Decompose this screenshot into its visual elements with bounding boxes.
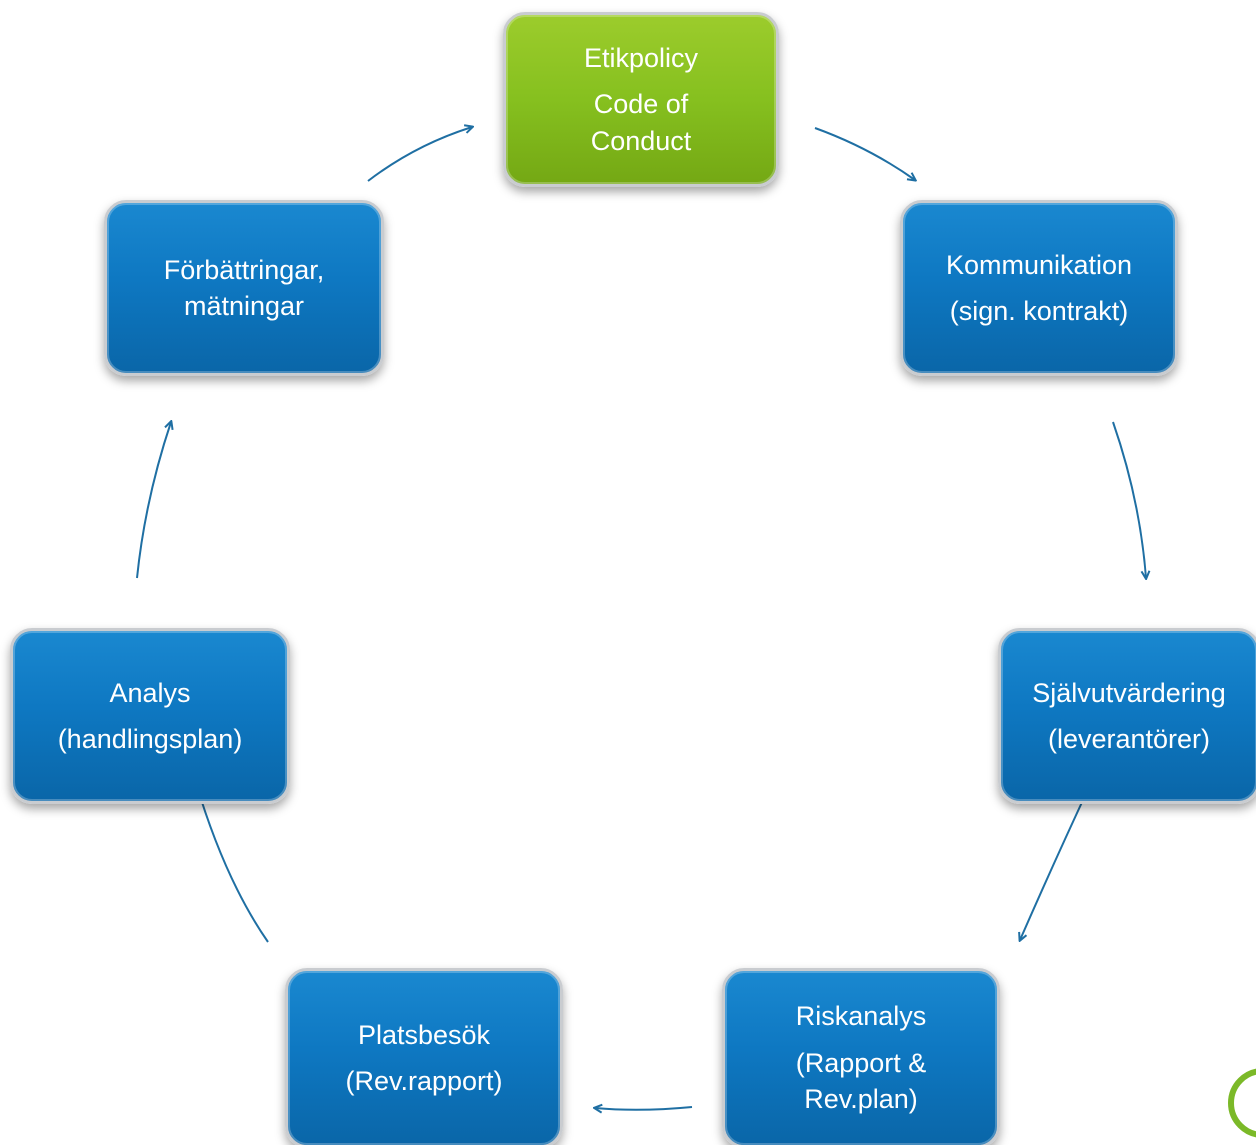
edge-sjalvutvardering-riskanalys (1020, 784, 1091, 940)
edge-etikpolicy-kommunikation (814, 127, 915, 180)
node-kommunikation: Kommunikation (sign. kontrakt) (900, 200, 1178, 376)
edge-platsbesok-analys (196, 783, 269, 943)
node-analys: Analys (handlingsplan) (10, 628, 290, 804)
node-kommunikation-line-2: (sign. kontrakt) (949, 296, 1129, 326)
node-sjalvutvardering: Självutvärdering (leverantörer) (998, 628, 1256, 804)
node-sjalvutvardering-line-1: Självutvärdering (1032, 677, 1226, 708)
node-etikpolicy: Etikpolicy Code of Conduct (503, 12, 779, 187)
edge-riskanalys-platsbesok (595, 1107, 693, 1110)
node-riskanalys-line-1: Riskanalys (795, 1001, 927, 1032)
node-etikpolicy-line-3: Conduct (590, 125, 692, 156)
node-etikpolicy-line-2: Code of (593, 89, 689, 120)
edge-analys-forbattringar (136, 422, 171, 579)
edge-forbattringar-etikpolicy (367, 127, 472, 182)
node-forbattringar-line-1: Förbättringar, (163, 254, 325, 285)
edge-kommunikation-sjalvutvardering (1112, 421, 1146, 578)
node-forbattringar: Förbättringar, mätningar (104, 200, 384, 376)
node-analys-line-2: (handlingsplan) (57, 724, 243, 754)
node-riskanalys-line-3: Rev.plan) (804, 1084, 918, 1115)
node-analys-line-1: Analys (109, 677, 191, 708)
node-forbattringar-line-2: mätningar (183, 291, 305, 321)
node-etikpolicy-line-1: Etikpolicy (583, 42, 699, 73)
node-platsbesok: Platsbesök (Rev.rapport) (285, 968, 563, 1145)
node-riskanalys-line-2: (Rapport & (795, 1047, 927, 1078)
node-kommunikation-line-1: Kommunikation (945, 249, 1133, 280)
node-riskanalys: Riskanalys (Rapport & Rev.plan) (722, 968, 1000, 1145)
node-platsbesok-line-1: Platsbesök (357, 1019, 491, 1050)
node-platsbesok-line-2: (Rev.rapport) (345, 1066, 503, 1096)
node-sjalvutvardering-line-2: (leverantörer) (1047, 724, 1211, 754)
